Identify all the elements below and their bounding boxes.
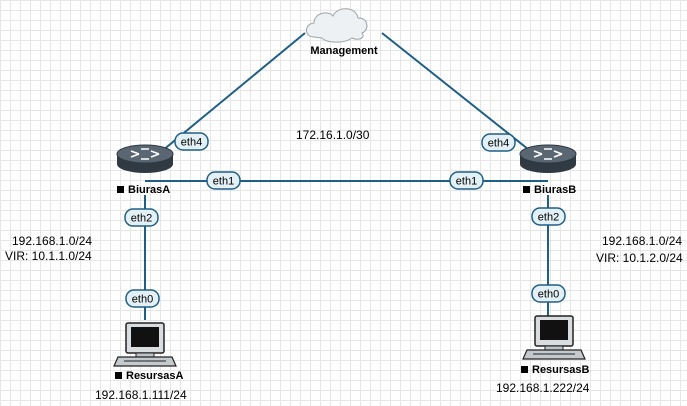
status-square-icon [115,372,122,379]
router-a-label: BiurasA [128,184,170,196]
left-lan-label: 192.168.1.0/24 [12,234,92,248]
pc-a-label: ResursasA [126,370,184,382]
router-icon [519,144,577,173]
status-square-icon [523,186,530,193]
link-router-b-to-management [381,32,549,166]
router-biuras-b[interactable]: BiurasB [519,144,577,196]
computer-resursas-a[interactable]: ResursasA [113,322,184,382]
pc-b-ip-label: 192.168.1.222/24 [496,381,590,395]
svg-text:eth2: eth2 [131,213,152,225]
right-vir-label: VIR: 10.1.2.0/24 [596,251,683,265]
cloud-icon [306,8,368,43]
port-router-b-eth1[interactable]: eth1 [449,171,484,190]
router-biuras-a[interactable]: BiurasA [116,144,174,196]
left-vir-label: VIR: 10.1.1.0/24 [5,249,92,263]
pc-a-ip-label: 192.168.1.111/24 [95,388,187,402]
router-b-label: BiurasB [534,184,576,196]
port-router-a-eth4[interactable]: eth4 [174,132,209,151]
computer-resursas-b[interactable]: ResursasB [521,315,590,376]
management-cloud[interactable]: Management [306,8,378,57]
port-router-a-eth2[interactable]: eth2 [124,208,159,227]
port-pc-b-eth0[interactable]: eth0 [531,284,566,303]
svg-text:eth2: eth2 [538,212,559,224]
pc-b-label: ResursasB [532,364,590,376]
svg-text:eth0: eth0 [132,294,153,306]
svg-text:eth4: eth4 [181,137,202,149]
port-pc-a-eth0[interactable]: eth0 [125,289,160,308]
link-subnet-label: 172.16.1.0/30 [296,128,370,142]
computer-icon [113,322,177,367]
link-router-a-to-management [144,32,306,166]
svg-text:eth1: eth1 [456,176,477,188]
svg-text:eth1: eth1 [213,176,234,188]
computer-icon [522,315,586,360]
status-square-icon [521,366,528,373]
status-square-icon [117,186,124,193]
right-lan-label: 192.168.1.0/24 [602,234,682,248]
port-router-b-eth2[interactable]: eth2 [531,207,566,226]
router-icon [116,144,174,173]
port-router-a-eth1[interactable]: eth1 [206,171,241,190]
svg-text:eth0: eth0 [538,289,559,301]
management-label: Management [310,45,378,57]
port-router-b-eth4[interactable]: eth4 [481,133,516,152]
svg-text:eth4: eth4 [488,138,509,150]
